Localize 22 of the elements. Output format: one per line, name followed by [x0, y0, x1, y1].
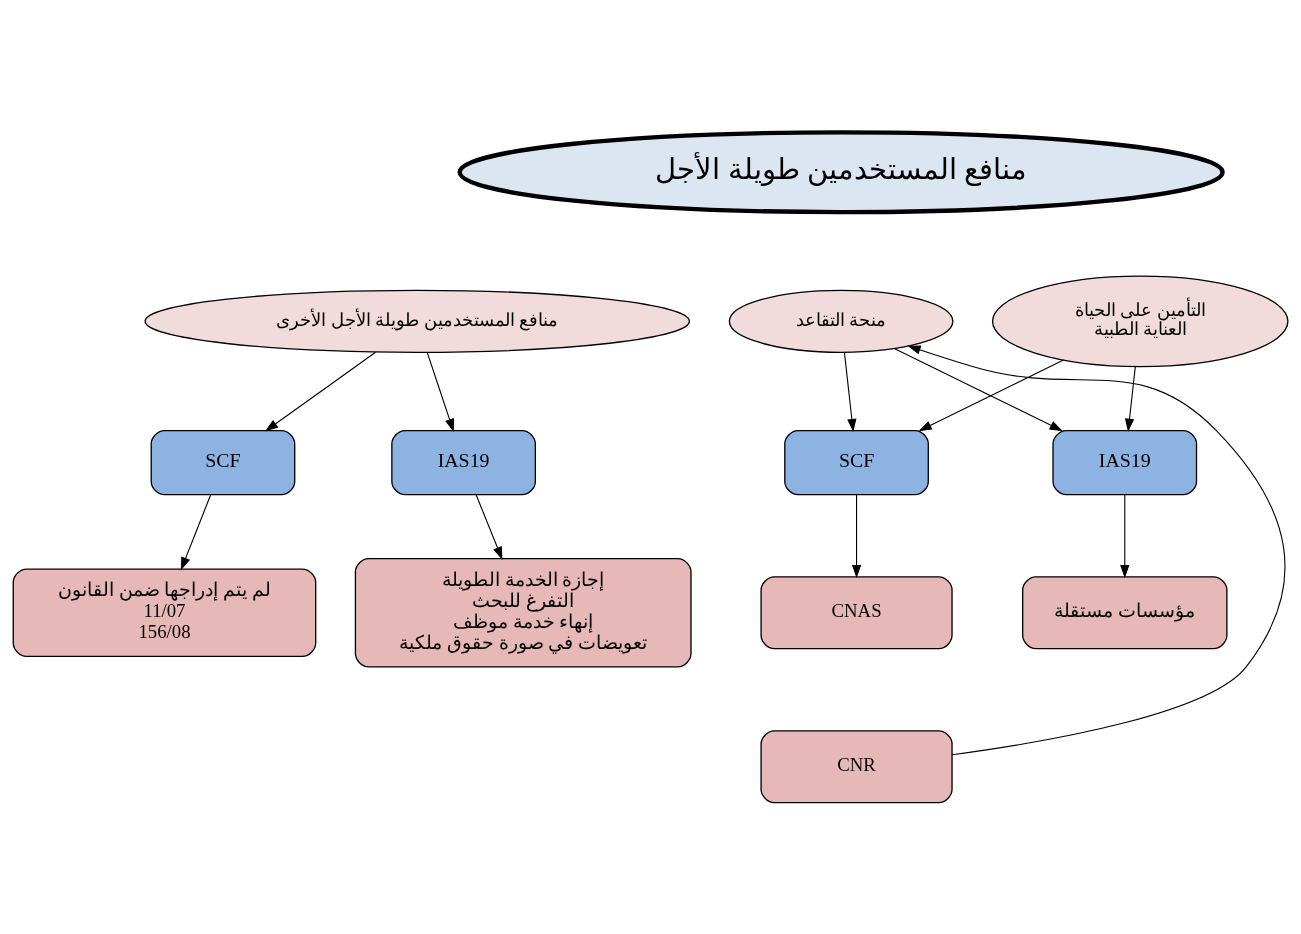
- node-ellipse: التأمين على الحياة العناية الطبية: [991, 274, 1289, 367]
- node-box: IAS19: [391, 429, 536, 495]
- arrow: [180, 493, 212, 570]
- node-box: CNAS: [760, 575, 953, 649]
- arrow: [426, 351, 454, 432]
- node-box: إجازة الخدمة الطويلة التفرغ للبحث إنهاء خدمة موظف تعويضات في صورة حقوق ملكية: [354, 557, 692, 667]
- node-box: SCF: [150, 429, 296, 495]
- node-box: SCF: [784, 429, 929, 495]
- arrow: [264, 351, 377, 431]
- arrow: [851, 493, 862, 578]
- node-box: IAS19: [1052, 429, 1198, 495]
- node-ellipse: منافع المستخدمين طويلة الأجل: [457, 129, 1225, 214]
- node-box: CNR: [760, 729, 953, 803]
- node-box: مؤسسات مستقلة: [1022, 575, 1228, 649]
- node-ellipse: منافع المستخدمين طويلة الأجل الأخرى: [144, 289, 691, 353]
- arrow: [894, 347, 1063, 431]
- arrow: [1120, 493, 1130, 578]
- arrow: [1124, 365, 1136, 432]
- arrow: [907, 345, 1286, 755]
- arrow: [475, 493, 503, 560]
- arrow: [918, 359, 1064, 431]
- arrow: [843, 351, 857, 432]
